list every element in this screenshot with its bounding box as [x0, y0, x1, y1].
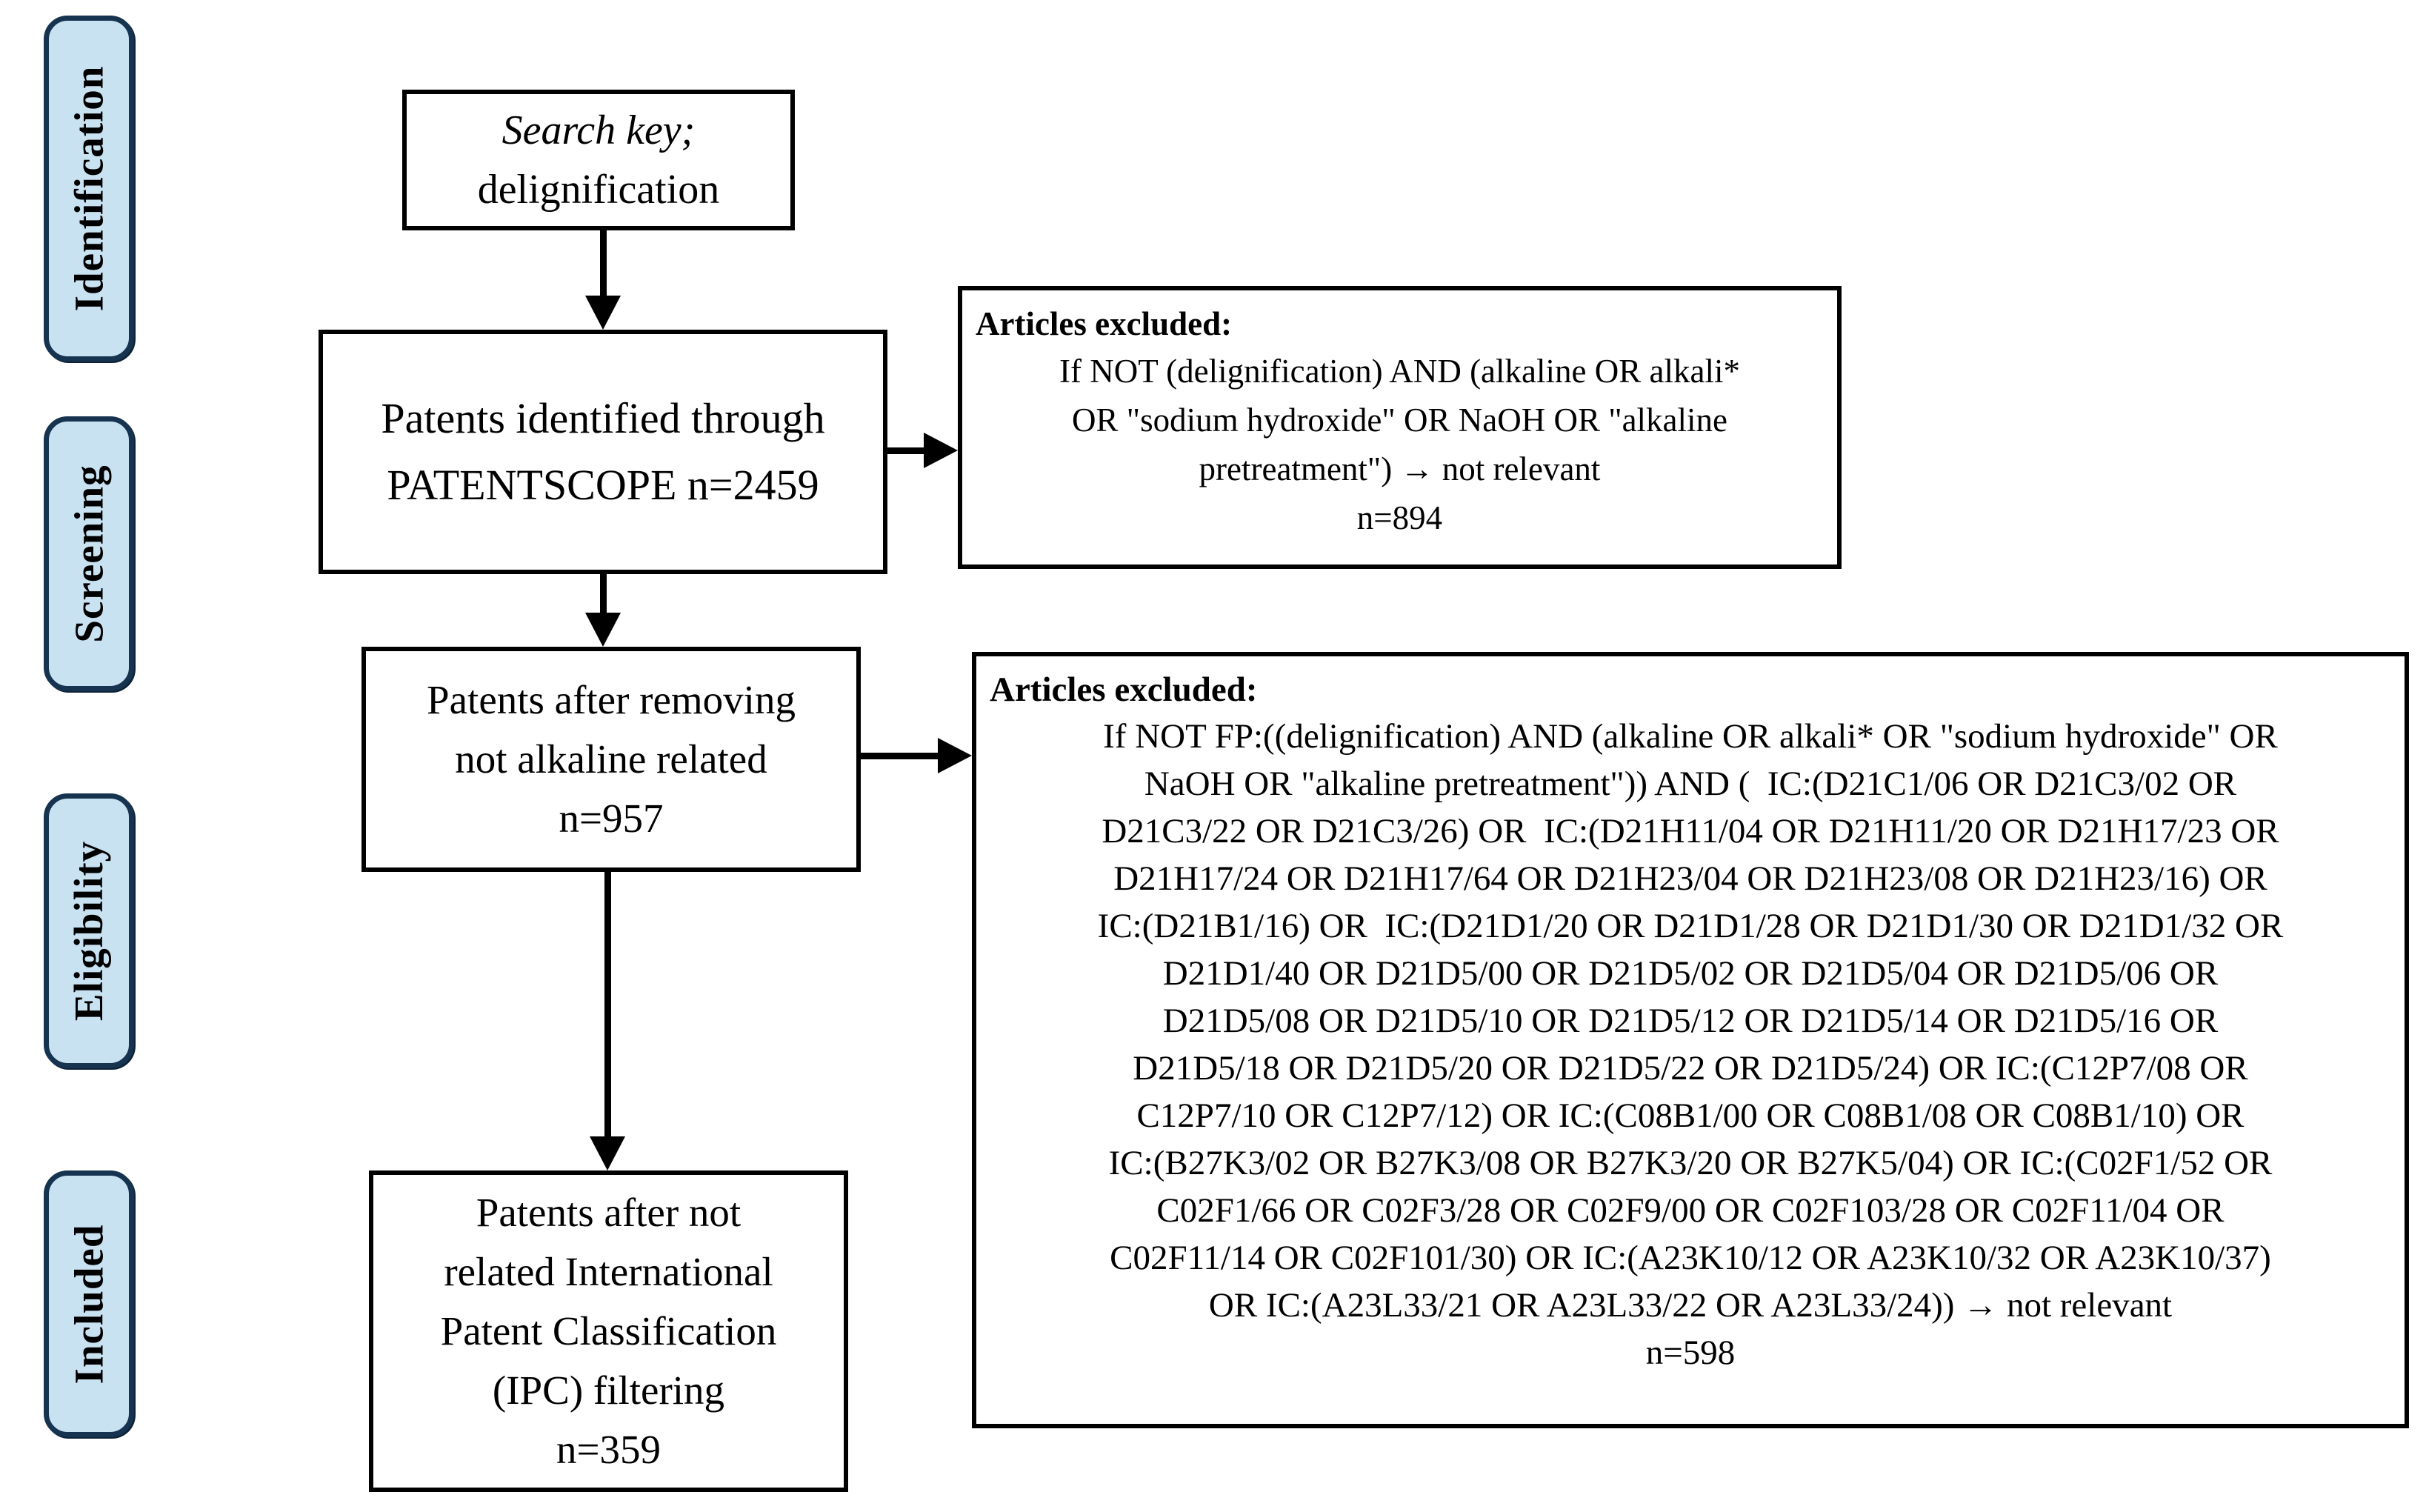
stage-label-text: Identification	[66, 65, 112, 312]
articles-excluded-box-1: Articles excluded: If NOT (delignificati…	[958, 286, 1842, 569]
stage-label-text: Screening	[66, 464, 112, 643]
text-line: If NOT (delignification) AND (alkaline O…	[1059, 353, 1740, 390]
text-line: D21D5/18 OR D21D5/20 OR D21D5/22 OR D21D…	[1133, 1049, 2248, 1088]
stage-label-included: Included	[44, 1170, 134, 1437]
text-line: Patents after not	[476, 1190, 742, 1235]
search-key-term: delignification	[477, 167, 720, 213]
text-line: IC:(D21B1/16) OR IC:(D21D1/20 OR D21D1/2…	[1097, 907, 2284, 945]
text-line: D21C3/22 OR D21C3/26) OR IC:(D21H11/04 O…	[1102, 812, 2279, 850]
stage-label-eligibility: Eligibility	[44, 793, 134, 1068]
arrow-identified-to-excluded1-shaft	[883, 447, 926, 454]
search-key-title: Search key;	[501, 107, 696, 153]
text-line: OR "sodium hydroxide" OR NaOH OR "alkali…	[1071, 402, 1727, 439]
patents-after-removing-box: Patents after removing not alkaline relat…	[361, 647, 861, 872]
arrow-removing-to-ipc-head	[590, 1136, 625, 1170]
text-line: pretreatment") → not relevant	[1199, 450, 1601, 487]
text-line: PATENTSCOPE n=2459	[387, 461, 819, 509]
arrow-removing-to-excluded2-head	[938, 738, 972, 773]
text-line: Patent Classification	[440, 1308, 777, 1353]
arrow-identified-to-removing-shaft	[600, 573, 607, 614]
arrow-removing-to-ipc-shaft	[604, 870, 611, 1139]
text-line: D21D5/08 OR D21D5/10 OR D21D5/12 OR D21D…	[1162, 1002, 2219, 1040]
stage-label-identification: Identification	[44, 16, 134, 362]
stage-label-text: Included	[66, 1224, 112, 1384]
text-line: related International	[444, 1249, 773, 1294]
text-line: If NOT FP:((delignification) AND (alkali…	[1103, 717, 2278, 756]
arrow-removing-to-excluded2-shaft	[856, 753, 939, 759]
text-line: Patents identified through	[381, 394, 825, 442]
search-key-box: Search key; delignification	[402, 90, 795, 230]
text-line: C12P7/10 OR C12P7/12) OR IC:(C08B1/00 OR…	[1136, 1096, 2245, 1135]
text-line: C02F11/14 OR C02F101/30) OR IC:(A23K10/1…	[1110, 1239, 2271, 1277]
arrow-search-to-identified-head	[585, 296, 621, 330]
text-line: n=598	[1645, 1333, 1736, 1372]
text-line: IC:(B27K3/02 OR B27K3/08 OR B27K3/20 OR …	[1108, 1144, 2273, 1182]
text-line: Patents after removing	[427, 677, 796, 722]
arrow-identified-to-removing-head	[585, 613, 621, 647]
text-line: D21D1/40 OR D21D5/00 OR D21D5/02 OR D21D…	[1162, 954, 2219, 993]
text-line: C02F1/66 OR C02F3/28 OR C02F9/00 OR C02F…	[1156, 1191, 2225, 1230]
text-line: n=894	[1356, 499, 1443, 536]
articles-excluded-box-2: Articles excluded: If NOT FP:((delignifi…	[972, 652, 2409, 1428]
stage-label-screening: Screening	[44, 416, 134, 691]
articles-excluded-criteria: If NOT FP:((delignification) AND (alkali…	[990, 713, 2391, 1376]
text-line: OR IC:(A23L33/21 OR A23L33/22 OR A23L33/…	[1208, 1286, 2173, 1325]
text-line: n=359	[556, 1427, 661, 1472]
text-line: (IPC) filtering	[492, 1368, 725, 1413]
text-line: NaOH OR "alkaline pretreatment")) AND ( …	[1144, 765, 2237, 803]
text-line: D21H17/24 OR D21H17/64 OR D21H23/04 OR D…	[1113, 859, 2267, 898]
patents-after-removing-text: Patents after removing not alkaline relat…	[427, 670, 796, 848]
articles-excluded-criteria: If NOT (delignification) AND (alkaline O…	[976, 347, 1824, 542]
stage-label-text: Eligibility	[66, 840, 112, 1022]
articles-excluded-title: Articles excluded:	[976, 305, 1233, 342]
text-line: n=957	[559, 796, 664, 841]
articles-excluded-title: Articles excluded:	[990, 670, 1258, 709]
arrow-identified-to-excluded1-head	[924, 433, 958, 468]
text-line: not alkaline related	[455, 736, 767, 782]
arrow-search-to-identified-shaft	[600, 228, 607, 299]
